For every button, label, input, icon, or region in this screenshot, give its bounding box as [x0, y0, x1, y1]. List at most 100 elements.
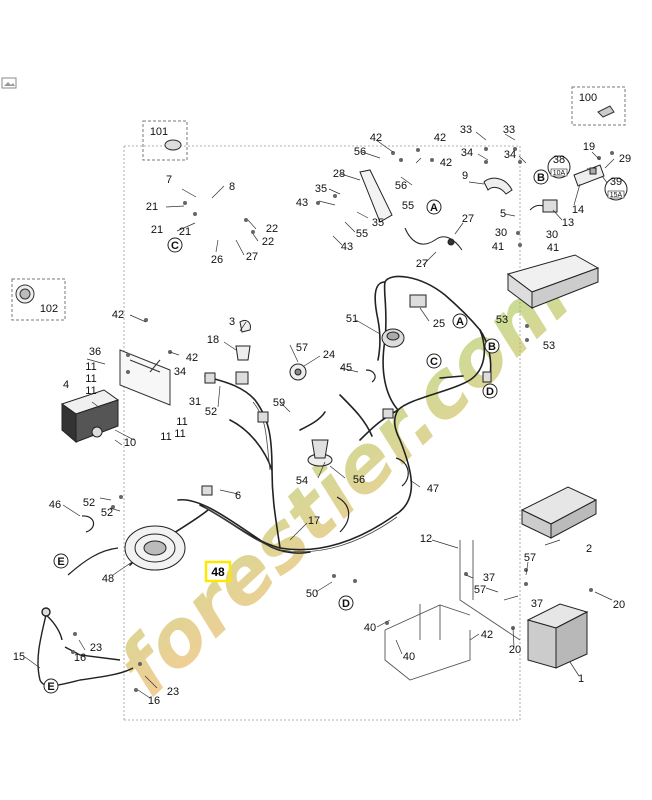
svg-text:23: 23: [90, 642, 102, 654]
svg-text:42: 42: [370, 132, 382, 144]
clips: [81, 369, 409, 533]
svg-text:52: 52: [101, 507, 113, 519]
svg-text:55: 55: [402, 200, 414, 212]
svg-text:41: 41: [492, 241, 504, 253]
buzzer-51: [381, 328, 405, 348]
svg-text:11: 11: [174, 428, 185, 440]
connector-52: [201, 371, 492, 496]
svg-text:D: D: [486, 386, 494, 398]
svg-text:34: 34: [504, 149, 516, 161]
module-10: [60, 389, 120, 444]
svg-text:11: 11: [85, 385, 96, 397]
letter-a-circle-mid: [452, 313, 468, 329]
svg-text:48: 48: [211, 565, 225, 579]
letter-c-circle-mid: [426, 353, 442, 369]
connector-18: [235, 345, 251, 361]
svg-text:52: 52: [83, 497, 95, 509]
battery-tray: [506, 254, 600, 309]
svg-text:2: 2: [586, 543, 592, 555]
chassis-frame-40: [384, 540, 521, 681]
svg-text:27: 27: [462, 213, 474, 225]
svg-text:36: 36: [89, 346, 101, 358]
bracket-31: [119, 349, 171, 406]
svg-text:29: 29: [619, 153, 631, 165]
callout-102: 102: [40, 303, 58, 315]
svg-text:27: 27: [246, 251, 258, 263]
image-icon[interactable]: [1, 77, 17, 89]
svg-text:40: 40: [403, 651, 415, 663]
svg-text:B: B: [537, 172, 545, 184]
svg-text:13: 13: [562, 217, 574, 229]
svg-text:35: 35: [372, 217, 384, 229]
svg-text:35: 35: [315, 183, 327, 195]
svg-text:26: 26: [211, 254, 223, 266]
svg-text:56: 56: [395, 180, 407, 192]
svg-text:C: C: [430, 356, 438, 368]
letter-a-circle-top: [426, 199, 442, 215]
svg-text:22: 22: [262, 236, 274, 248]
svg-text:A: A: [430, 202, 438, 214]
svg-text:20: 20: [613, 599, 625, 611]
svg-text:21: 21: [151, 224, 163, 236]
svg-text:33: 33: [503, 124, 515, 136]
svg-text:43: 43: [341, 241, 353, 253]
svg-text:14: 14: [572, 204, 584, 216]
harness-bundle: [203, 401, 398, 553]
control-unit-2: [520, 486, 598, 539]
svg-text:28: 28: [333, 168, 345, 180]
svg-text:57: 57: [524, 552, 536, 564]
svg-text:20: 20: [509, 644, 521, 656]
svg-text:27: 27: [416, 258, 428, 270]
svg-text:C: C: [171, 240, 179, 252]
svg-text:51: 51: [346, 313, 358, 325]
coil-assembly: [124, 525, 186, 571]
letter-b-circle-top: [533, 169, 549, 185]
svg-text:47: 47: [427, 483, 439, 495]
svg-text:52: 52: [205, 406, 217, 418]
svg-text:11: 11: [176, 416, 187, 428]
letter-e-circle-low: [43, 678, 59, 694]
fasteners: [71, 147, 614, 692]
svg-text:15A: 15A: [610, 192, 623, 199]
detail-box-102: [11, 278, 66, 321]
svg-text:8: 8: [229, 181, 235, 193]
highlighted-part-48[interactable]: 48: [204, 560, 232, 583]
svg-text:42: 42: [112, 309, 124, 321]
svg-text:42: 42: [440, 157, 452, 169]
detail-box-101: [142, 120, 188, 161]
svg-text:53: 53: [496, 314, 508, 326]
svg-text:E: E: [47, 681, 54, 693]
svg-text:37: 37: [483, 572, 495, 584]
svg-text:6: 6: [235, 490, 241, 502]
svg-text:4: 4: [63, 379, 69, 391]
svg-text:57: 57: [474, 584, 486, 596]
leader-lines: [24, 131, 615, 699]
letter-d-circle-mid: [482, 383, 498, 399]
letter-b-circle-mid: [484, 338, 500, 354]
svg-text:56: 56: [353, 474, 365, 486]
svg-text:E: E: [57, 556, 64, 568]
svg-text:23: 23: [167, 686, 179, 698]
main-frame: [123, 145, 521, 721]
svg-text:34: 34: [174, 366, 186, 378]
svg-text:7: 7: [166, 174, 172, 186]
svg-text:1: 1: [578, 673, 584, 685]
switch-25: [409, 294, 427, 308]
svg-text:57: 57: [296, 342, 308, 354]
svg-text:37: 37: [531, 598, 543, 610]
svg-text:11: 11: [160, 431, 171, 443]
callout-numbers: 101 100 102 7 8 21 21 21 22 22 26 27 42 …: [13, 92, 631, 707]
lamp-55: [307, 439, 333, 467]
svg-text:41: 41: [547, 242, 559, 254]
svg-text:19: 19: [583, 141, 595, 153]
svg-text:9: 9: [462, 170, 468, 182]
svg-text:11: 11: [85, 373, 96, 385]
plug-3: [239, 319, 251, 333]
svg-text:46: 46: [49, 499, 61, 511]
circled-letters: [43, 169, 549, 694]
detail-box-100: [571, 86, 626, 126]
svg-text:53: 53: [543, 340, 555, 352]
svg-text:59: 59: [273, 397, 285, 409]
svg-text:54: 54: [296, 475, 308, 487]
